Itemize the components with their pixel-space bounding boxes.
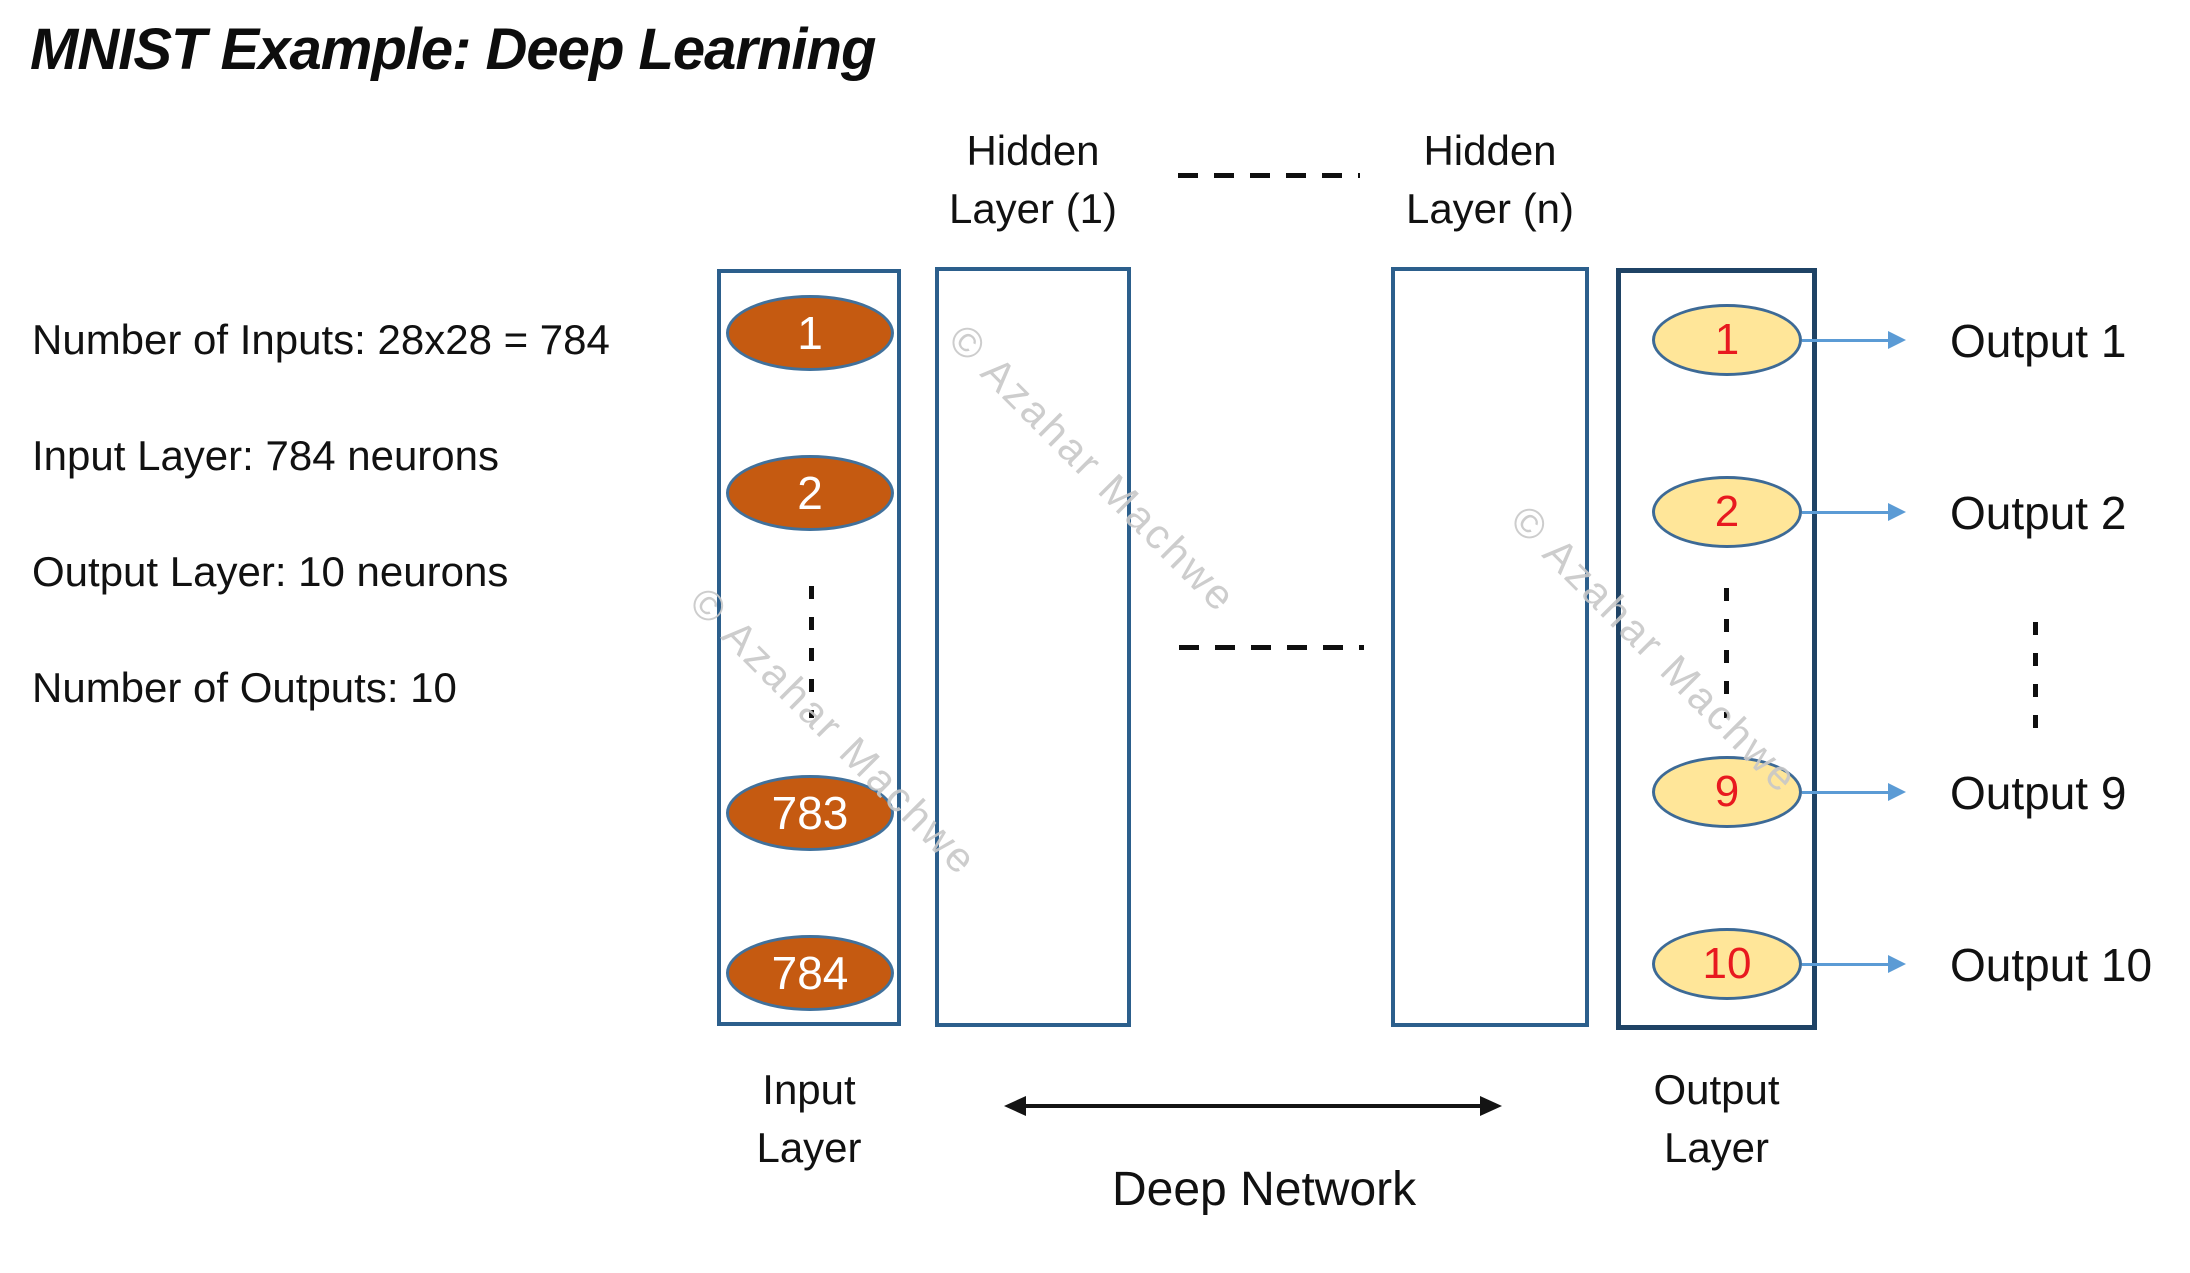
output-neuron-9-value: 9 (1714, 767, 1740, 816)
hidden-layer-1-label: Hidden Layer (1) (925, 122, 1141, 238)
hidden-layer-1-label-line2: Layer (1) (948, 185, 1118, 232)
output-neuron-10: 10 (1652, 928, 1802, 1000)
input-neuron-783-value: 783 (771, 787, 849, 839)
output-neuron-2: 2 (1652, 476, 1802, 548)
output-layer-box (1616, 268, 1817, 1030)
fact-number-of-inputs: Number of Inputs: 28x28 = 784 (32, 316, 610, 363)
input-neuron-1-value: 1 (797, 307, 823, 359)
hidden-layer-n-label-line1: Hidden (1423, 127, 1557, 174)
hidden-layer-n-label-line2: Layer (n) (1405, 185, 1575, 232)
output-neuron-1-value: 1 (1714, 315, 1740, 364)
input-neuron-783: 783 (726, 775, 894, 851)
fact-input-layer: Input Layer: 784 neurons (32, 432, 500, 479)
fact-output-layer: Output Layer: 10 neurons (32, 548, 509, 595)
output-2-arrow-line (1802, 511, 1888, 514)
output-neuron-9: 9 (1652, 756, 1802, 828)
output-neuron-2-value: 2 (1714, 487, 1740, 536)
input-neuron-784-value: 784 (771, 947, 849, 999)
input-neuron-2-value: 2 (797, 467, 823, 519)
deep-network-label: Deep Network (1112, 1163, 1417, 1216)
fact-number-of-outputs: Number of Outputs: 10 (32, 664, 457, 711)
output-9-arrow-line (1802, 791, 1888, 794)
input-layer-label-line2: Layer (756, 1124, 862, 1171)
input-neuron-2: 2 (726, 455, 894, 531)
hidden-layer-n-label: Hidden Layer (n) (1381, 122, 1599, 238)
output-2-label: Output 2 (1950, 487, 2127, 539)
output-neuron-10-value: 10 (1702, 939, 1752, 988)
input-neurons-ellipsis-dash (809, 586, 814, 718)
output-10-arrow-icon (1888, 955, 1906, 973)
input-layer-label-line1: Input (762, 1066, 856, 1113)
output-1-arrow-icon (1888, 331, 1906, 349)
deep-network-arrow-line (1022, 1104, 1482, 1108)
output-labels-ellipsis-dash (2033, 622, 2038, 730)
output-1-arrow-line (1802, 339, 1888, 342)
deep-network-arrow-left-icon (1004, 1096, 1026, 1116)
hidden-layer-n-box (1391, 267, 1589, 1027)
deep-network-arrow-right-icon (1480, 1096, 1502, 1116)
output-1-label: Output 1 (1950, 315, 2127, 367)
output-9-arrow-icon (1888, 783, 1906, 801)
output-layer-label-line2: Layer (1663, 1124, 1770, 1171)
output-neurons-ellipsis-dash (1724, 588, 1729, 718)
input-neuron-784: 784 (726, 935, 894, 1011)
output-neuron-1: 1 (1652, 304, 1802, 376)
output-layer-label-line1: Output (1653, 1066, 1780, 1113)
output-2-arrow-icon (1888, 503, 1906, 521)
output-layer-label: Output Layer (1606, 1061, 1827, 1177)
hidden-layer-1-box (935, 267, 1131, 1027)
hidden-layers-ellipsis-dash-top (1178, 173, 1360, 178)
output-10-label: Output 10 (1950, 939, 2153, 991)
output-9-label: Output 9 (1950, 767, 2127, 819)
input-layer-label: Input Layer (707, 1061, 911, 1177)
output-10-arrow-line (1802, 963, 1888, 966)
hidden-layers-ellipsis-dash-middle (1179, 645, 1364, 650)
page-title: MNIST Example: Deep Learning (30, 17, 876, 82)
input-neuron-1: 1 (726, 295, 894, 371)
hidden-layer-1-label-line1: Hidden (966, 127, 1100, 174)
